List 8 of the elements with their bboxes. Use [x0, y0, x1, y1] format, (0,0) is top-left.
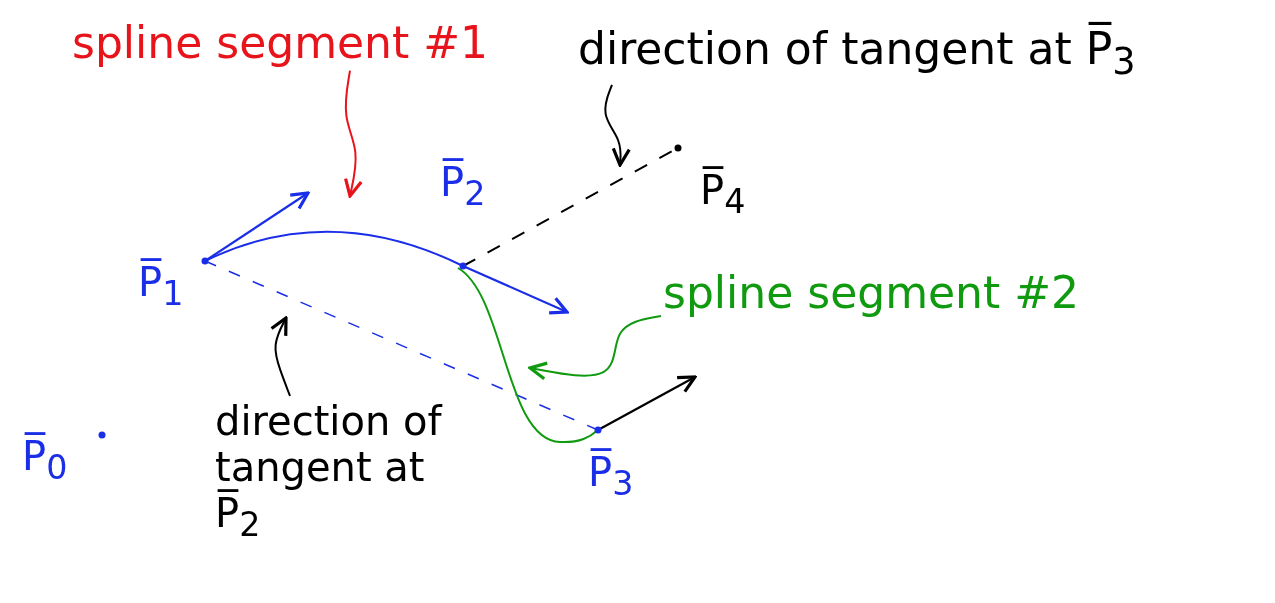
- annotation-text: direction of tangent at P̅$_{2}$: [215, 398, 444, 545]
- annotation-text: spline segment #2: [663, 268, 1081, 319]
- leader-arrow: [269, 316, 291, 397]
- leader-arrow: [604, 83, 631, 167]
- leader-arrow: [344, 69, 363, 198]
- leader-arrow: [528, 315, 662, 381]
- annotation-text: direction of tangent at P̅$_{3}$: [578, 24, 1137, 83]
- annotation-text: spline segment #1: [72, 18, 490, 69]
